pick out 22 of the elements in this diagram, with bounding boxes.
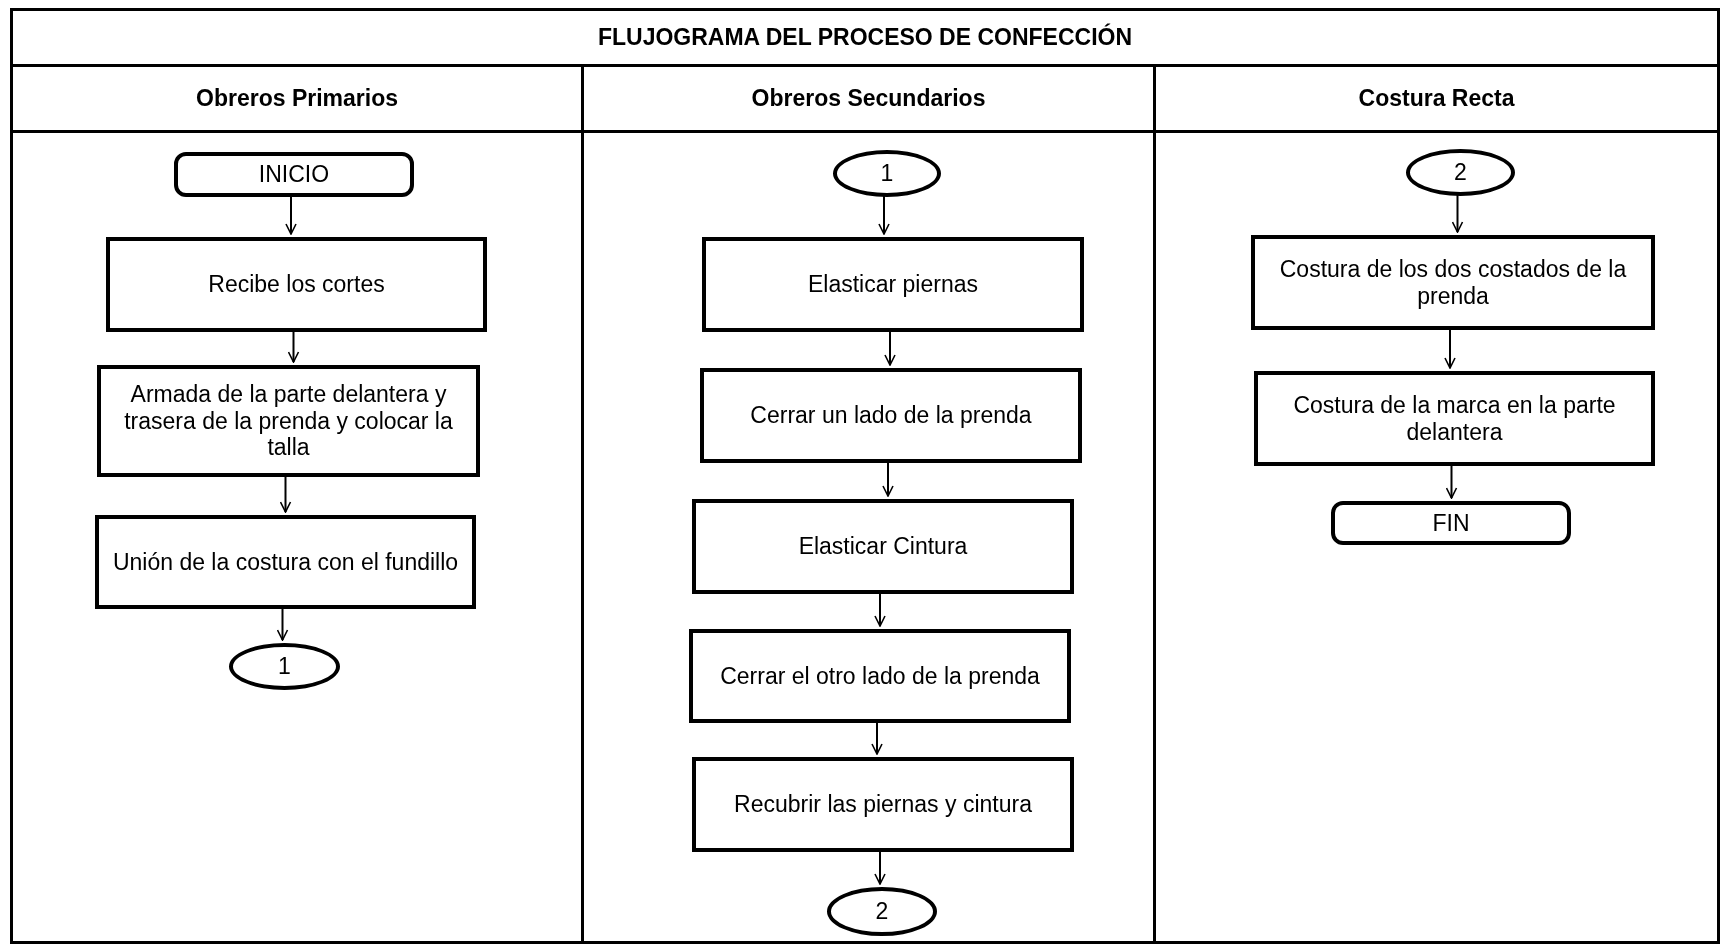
process-box: Unión de la costura con el fundillo bbox=[95, 515, 476, 609]
process-box: Cerrar un lado de la prenda bbox=[700, 368, 1082, 463]
connector-circle: 2 bbox=[827, 887, 937, 936]
process-box: Costura de la marca en la parte delantera bbox=[1254, 371, 1655, 466]
process-box: Elasticar Cintura bbox=[692, 499, 1074, 594]
terminal-box: FIN bbox=[1331, 501, 1571, 545]
swimlane bbox=[1153, 64, 1720, 944]
process-box: Cerrar el otro lado de la prenda bbox=[689, 629, 1071, 723]
connector-circle: 2 bbox=[1406, 149, 1515, 196]
swimlane bbox=[10, 64, 584, 944]
connector-circle: 1 bbox=[833, 150, 941, 197]
diagram-title: FLUJOGRAMA DEL PROCESO DE CONFECCIÓN bbox=[10, 8, 1720, 67]
connector-circle: 1 bbox=[229, 643, 340, 690]
process-box: Elasticar piernas bbox=[702, 237, 1084, 332]
process-box: Recibe los cortes bbox=[106, 237, 487, 332]
process-box: Recubrir las piernas y cintura bbox=[692, 757, 1074, 852]
lane-header: Obreros Secundarios bbox=[584, 67, 1153, 133]
lane-header: Costura Recta bbox=[1156, 67, 1717, 133]
lane-header: Obreros Primarios bbox=[13, 67, 581, 133]
process-box: Armada de la parte delantera y trasera de la prenda y colocar la talla bbox=[97, 365, 480, 477]
process-box: Costura de los dos costados de la prenda bbox=[1251, 235, 1655, 330]
terminal-box: INICIO bbox=[174, 152, 414, 197]
